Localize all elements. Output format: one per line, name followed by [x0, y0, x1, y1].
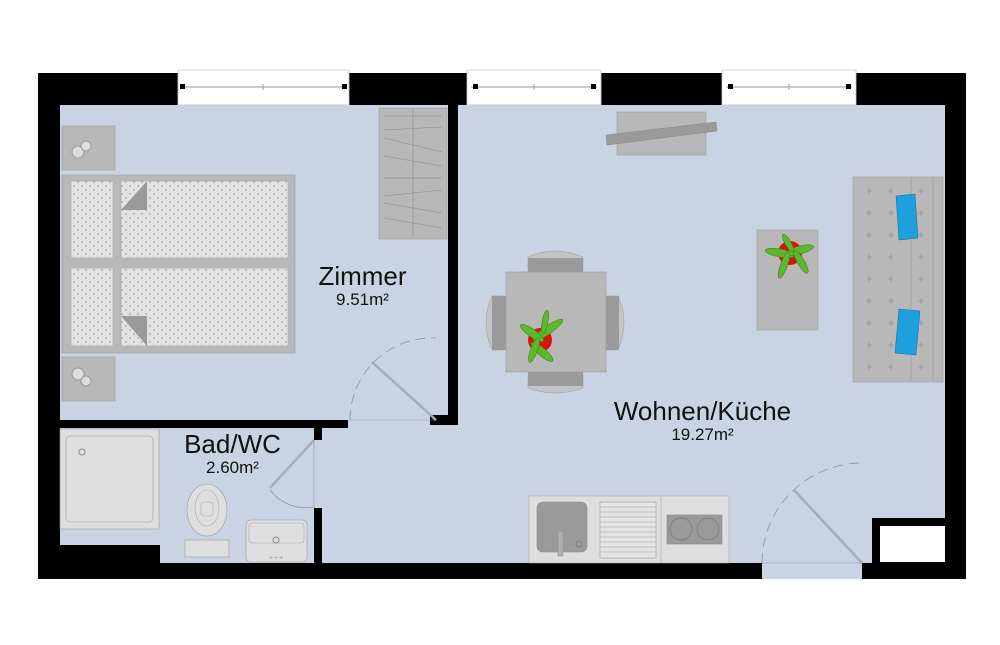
room-name: Zimmer	[318, 261, 407, 291]
door-entrance	[761, 462, 863, 564]
room-name: Wohnen/Küche	[613, 396, 792, 426]
room-area: 2.60m²	[206, 458, 259, 477]
room-name: Bad/WC	[184, 429, 281, 459]
nightstand	[61, 356, 116, 402]
cushion	[895, 193, 919, 241]
washbasin: + + +	[245, 519, 308, 563]
room-area: 19.27m²	[671, 425, 734, 444]
wardrobe	[378, 107, 448, 240]
drainboard	[599, 501, 657, 559]
room-area: 9.51m²	[336, 290, 389, 309]
room-label-bathroom: Bad/WC 2.60m²	[160, 431, 305, 476]
toilet	[184, 483, 230, 558]
plant	[764, 233, 814, 279]
room-label-living-kitchen: Wohnen/Küche 19.27m²	[585, 398, 820, 443]
svg-text:+ + +: + + +	[269, 556, 283, 562]
nightstand	[61, 125, 116, 171]
window	[177, 69, 350, 106]
plant	[520, 309, 564, 363]
sideboard	[605, 111, 718, 156]
door-bathroom	[269, 439, 315, 509]
shower	[59, 428, 160, 530]
door-bedroom	[349, 337, 437, 421]
window	[466, 69, 602, 106]
cooktop	[666, 514, 723, 545]
sofa	[852, 176, 944, 383]
shaft	[880, 526, 945, 562]
cushion	[894, 308, 921, 356]
room-label-bedroom: Zimmer 9.51m²	[290, 263, 435, 308]
door-threshold-entrance	[762, 563, 862, 579]
window	[721, 69, 857, 106]
kitchen-counter	[528, 495, 730, 564]
double-bed	[61, 174, 296, 354]
walls	[38, 73, 966, 579]
floor-hall	[314, 420, 458, 563]
